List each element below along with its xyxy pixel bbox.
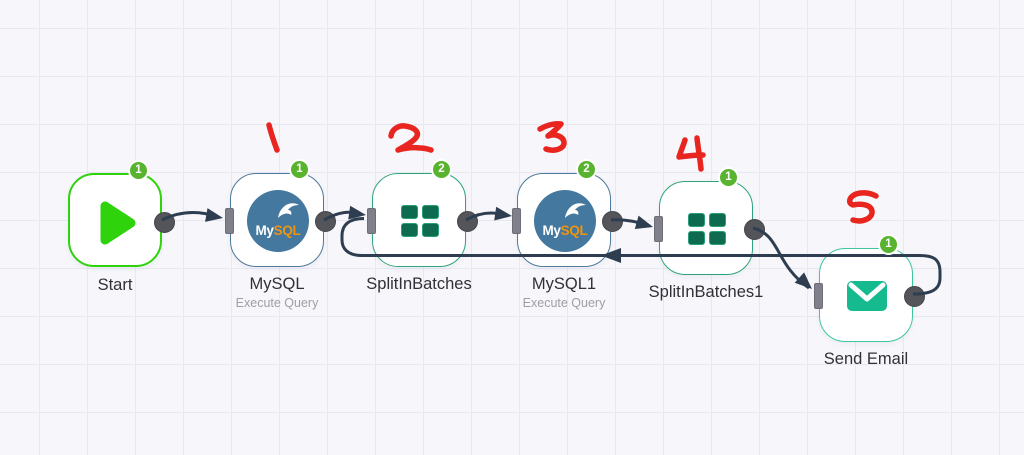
run-count-badge: 1 bbox=[878, 234, 899, 255]
split-in-batches-icon bbox=[401, 205, 439, 237]
mysql-logo-my: My bbox=[255, 223, 274, 238]
node-splitinbatches1[interactable]: 1 SplitInBatches1 bbox=[649, 167, 765, 301]
mysql-logo-sql: SQL bbox=[560, 223, 588, 238]
split-in-batches-icon bbox=[688, 213, 726, 245]
annotation-digit-3 bbox=[537, 121, 567, 153]
input-endpoint[interactable] bbox=[814, 283, 823, 309]
run-count-badge: 2 bbox=[576, 159, 597, 180]
annotation-digit-1 bbox=[266, 122, 280, 153]
node-sublabel: Execute Query bbox=[235, 296, 319, 310]
node-sublabel: Execute Query bbox=[522, 296, 606, 310]
node-splitinbatches[interactable]: 2 SplitInBatches bbox=[366, 159, 478, 293]
run-count-badge: 2 bbox=[431, 159, 452, 180]
node-label: Start bbox=[97, 276, 133, 294]
input-endpoint[interactable] bbox=[225, 208, 234, 234]
mysql-logo-icon: MySQL bbox=[534, 190, 596, 252]
node-label: SplitInBatches1 bbox=[648, 283, 764, 301]
arrowhead-into-sendemail bbox=[794, 272, 812, 289]
annotation-digit-4-left bbox=[676, 137, 706, 160]
node-label: MySQL bbox=[249, 275, 305, 293]
annotation-digit-2 bbox=[388, 123, 434, 153]
mysql-logo-my: My bbox=[542, 223, 561, 238]
node-sendemail[interactable]: 1 Send Email bbox=[814, 234, 925, 368]
arrowhead-into-mysql1 bbox=[494, 206, 512, 221]
arrowhead-into-splitinbatches1 bbox=[634, 215, 653, 229]
run-count-badge: 1 bbox=[718, 167, 739, 188]
run-count-badge: 1 bbox=[128, 160, 149, 181]
email-icon bbox=[847, 281, 887, 311]
annotation-digit-4-stem bbox=[694, 135, 704, 172]
output-endpoint[interactable] bbox=[904, 285, 925, 307]
output-endpoint[interactable] bbox=[602, 210, 623, 232]
output-endpoint[interactable] bbox=[315, 210, 336, 232]
input-endpoint[interactable] bbox=[367, 208, 376, 234]
input-endpoint[interactable] bbox=[654, 216, 663, 242]
node-mysql1[interactable]: 2 MySQL MySQL1 Execute Query bbox=[512, 159, 623, 310]
annotation-digit-5 bbox=[847, 190, 879, 224]
output-endpoint[interactable] bbox=[457, 210, 478, 232]
mysql-logo-sql: SQL bbox=[273, 223, 301, 238]
mysql-dolphin-icon bbox=[275, 198, 303, 225]
node-label: Send Email bbox=[823, 350, 909, 368]
mysql-logo-icon: MySQL bbox=[247, 190, 309, 252]
node-start[interactable]: 1 Start bbox=[68, 160, 175, 294]
input-endpoint[interactable] bbox=[512, 208, 521, 234]
node-label: MySQL1 bbox=[531, 275, 597, 293]
play-icon bbox=[99, 200, 137, 251]
run-count-badge: 1 bbox=[289, 159, 310, 180]
output-endpoint[interactable] bbox=[744, 218, 765, 240]
node-label: SplitInBatches bbox=[366, 275, 472, 293]
output-endpoint[interactable] bbox=[154, 211, 175, 233]
node-mysql[interactable]: 1 MySQL MySQL Execute Query bbox=[225, 159, 336, 310]
arrowhead-into-mysql bbox=[205, 208, 223, 222]
mysql-dolphin-icon bbox=[562, 198, 590, 225]
arrowhead-into-splitinbatches bbox=[348, 205, 366, 220]
